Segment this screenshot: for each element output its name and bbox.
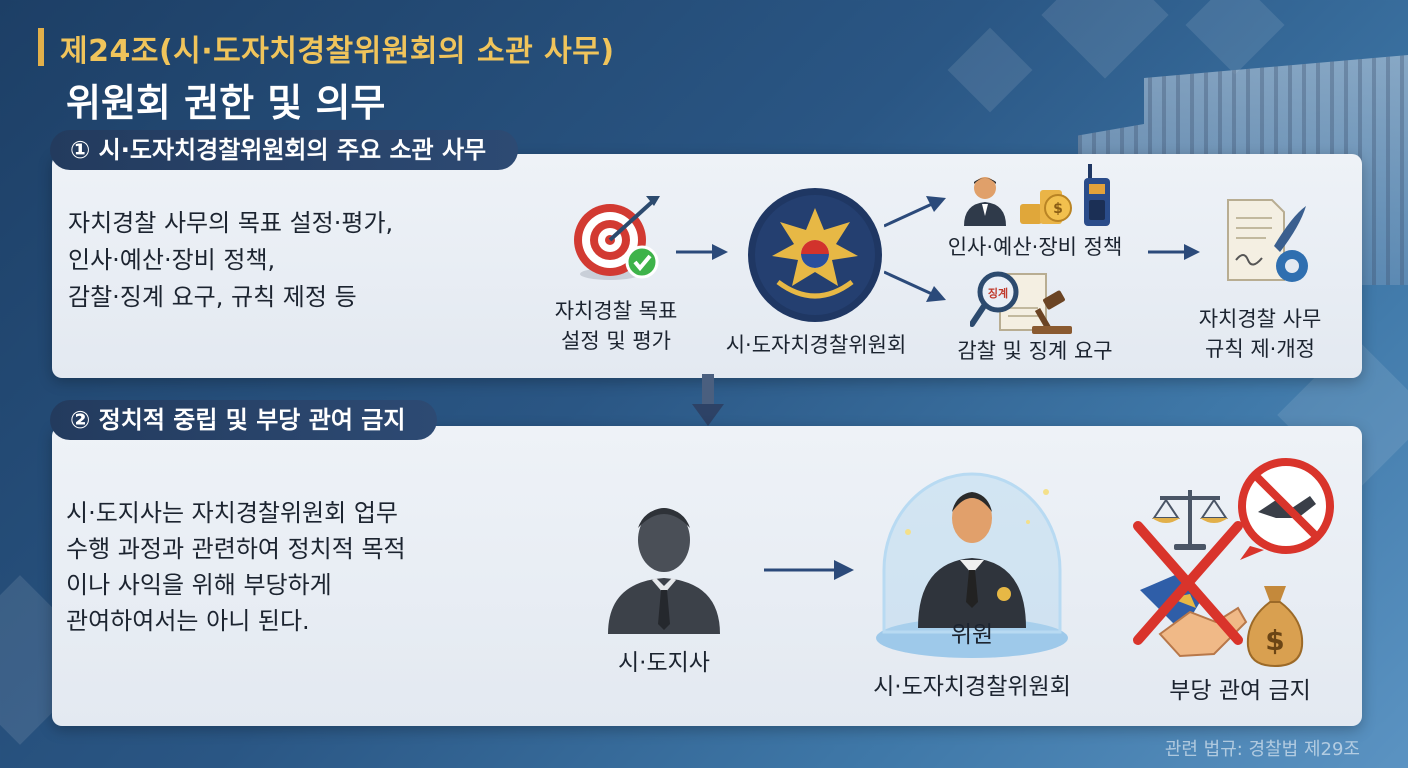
section1-description: 자치경찰 사무의 목표 설정·평가, 인사·예산·장비 정책, 감찰·징계 요구… <box>68 209 394 311</box>
magnifier-document-icon: 징계 <box>970 271 1072 334</box>
title-accent-bar <box>38 28 44 66</box>
doc-stamp-text: 징계 <box>988 286 1008 300</box>
scales-icon <box>1152 490 1228 550</box>
arrow-up-right-icon <box>884 196 946 228</box>
page-title: 위원회 권한 및 의무 <box>66 81 386 125</box>
section2-description: 시·도지사는 자치경찰위원회 업무 수행 과정과 관련하여 정치적 목적 이나 … <box>66 499 406 635</box>
money-bag-icon: $ <box>1246 586 1304 668</box>
protected-member-icon <box>876 472 1068 658</box>
section1-panel <box>52 154 1362 378</box>
target-icon <box>574 196 660 280</box>
prohibit-cross-icon <box>1133 521 1243 645</box>
bg-diamond <box>1041 0 1169 79</box>
governor-person-icon <box>608 508 720 634</box>
svg-text:$: $ <box>1053 201 1063 217</box>
person-icon <box>964 177 1006 226</box>
svg-text:$: $ <box>1265 624 1284 657</box>
member-caption: 시·도자치경찰위원회 <box>873 674 1071 700</box>
rules-document-icon <box>1227 199 1308 282</box>
committee-caption: 시·도자치경찰위원회 <box>725 333 907 357</box>
member-badge: 위원 <box>950 622 994 648</box>
connector-down-icon <box>692 374 724 426</box>
arrow-right-icon <box>764 560 854 580</box>
arrow-right-icon <box>676 244 728 260</box>
bg-diamond <box>1185 0 1285 75</box>
arrow-down-right-icon <box>884 270 946 302</box>
section2-panel <box>52 426 1362 726</box>
arrow-right-icon <box>1148 244 1200 260</box>
target-caption: 자치경찰 목표 설정 및 평가 <box>554 299 678 353</box>
coins-icon: $ <box>1020 190 1072 224</box>
audit-caption: 감찰 및 징계 요구 <box>957 339 1113 363</box>
section2-tag: ② 정치적 중립 및 부당 관여 금지 <box>50 400 438 440</box>
bg-diamond <box>947 27 1033 113</box>
prohibit-caption: 부당 관여 금지 <box>1169 678 1311 704</box>
police-emblem-icon <box>748 188 882 322</box>
radio-icon <box>1084 164 1110 226</box>
source-footer: 관련 법규: 경찰법 제29조 <box>1164 739 1360 760</box>
article-title: 제24조(시·도자치경찰위원회의 소관 사무) <box>60 34 615 69</box>
section1-tag: ① 시·도자치경찰위원회의 주요 소관 사무 <box>50 130 519 170</box>
personnel-caption: 인사·예산·장비 정책 <box>947 235 1123 259</box>
prohibit-handshake-icon <box>1238 458 1334 560</box>
governor-caption: 시·도지사 <box>618 650 710 676</box>
rules-caption: 자치경찰 사무 규칙 제·개정 <box>1198 307 1322 361</box>
